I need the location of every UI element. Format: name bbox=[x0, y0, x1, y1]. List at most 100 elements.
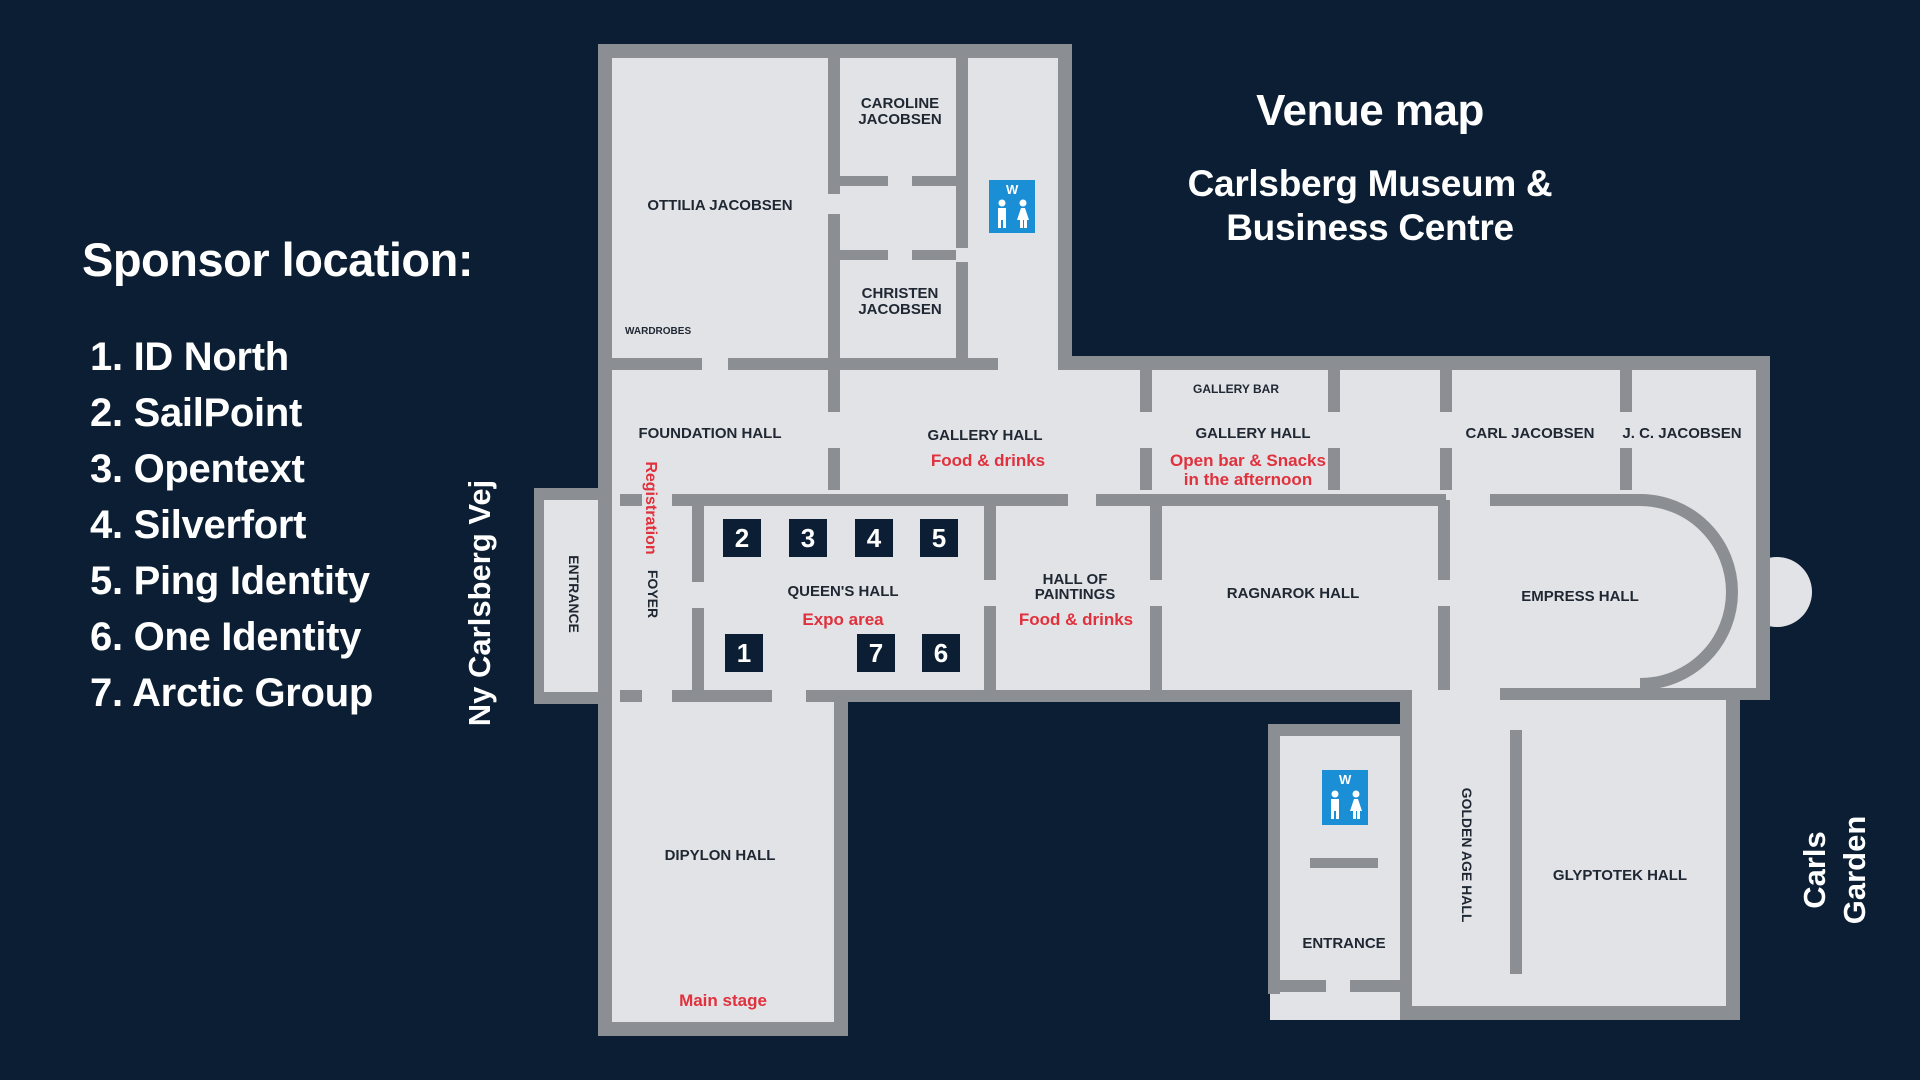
wall bbox=[834, 690, 848, 1036]
room-label: EMPRESS HALL bbox=[1521, 588, 1639, 605]
apse-wall bbox=[1639, 494, 1738, 690]
person-figures-icon bbox=[1331, 790, 1362, 819]
restroom-icon: W bbox=[1322, 770, 1368, 825]
room-label: GALLERY BAR bbox=[1193, 382, 1279, 396]
room-label: CHRISTEN bbox=[862, 285, 939, 302]
booth-number: 3 bbox=[801, 523, 815, 553]
wall bbox=[1268, 980, 1326, 992]
sponsor-item: 3. Opentext bbox=[90, 447, 305, 491]
wall bbox=[534, 488, 544, 704]
booth-markers: 2 3 4 5 1 7 6 bbox=[723, 519, 960, 672]
wall bbox=[620, 494, 642, 506]
sponsor-item: 2. SailPoint bbox=[90, 391, 303, 435]
page-title: Venue map bbox=[1256, 86, 1484, 135]
restroom-icon-bg bbox=[989, 180, 1035, 233]
wall bbox=[612, 358, 702, 370]
wall bbox=[984, 606, 996, 690]
room-label: ENTRANCE bbox=[1302, 935, 1385, 952]
floor-apse bbox=[1742, 557, 1812, 627]
sponsor-item: 7. Arctic Group bbox=[90, 671, 373, 715]
wall bbox=[828, 214, 840, 362]
booth-number: 2 bbox=[735, 523, 749, 553]
wall bbox=[1268, 724, 1280, 994]
booth-number: 1 bbox=[737, 638, 751, 668]
person-figures-icon bbox=[998, 199, 1029, 228]
expo-area-note: Expo area bbox=[802, 610, 884, 629]
wall bbox=[620, 690, 642, 702]
booth-marker-3[interactable]: 3 bbox=[789, 519, 827, 557]
booth-number: 7 bbox=[869, 638, 883, 668]
room-label: DIPYLON HALL bbox=[665, 847, 776, 864]
wall bbox=[1510, 730, 1522, 974]
wall bbox=[828, 370, 840, 412]
room-label: JACOBSEN bbox=[858, 111, 941, 128]
room-label: FOUNDATION HALL bbox=[638, 425, 781, 442]
sponsor-legend-title: Sponsor location: bbox=[82, 233, 474, 286]
sponsor-item: 6. One Identity bbox=[90, 615, 362, 659]
wall bbox=[840, 176, 888, 186]
room-label: CAROLINE bbox=[861, 95, 939, 112]
sponsor-item: 4. Silverfort bbox=[90, 503, 307, 547]
wall bbox=[1438, 500, 1450, 580]
booth-marker-4[interactable]: 4 bbox=[855, 519, 893, 557]
wall bbox=[1440, 448, 1452, 490]
wall bbox=[692, 494, 704, 582]
booth-number: 5 bbox=[932, 523, 946, 553]
wall bbox=[672, 690, 772, 702]
wall bbox=[1620, 362, 1632, 412]
wall bbox=[1328, 448, 1340, 490]
wall bbox=[692, 608, 704, 690]
booth-number: 4 bbox=[867, 523, 882, 553]
room-label: FOYER bbox=[645, 570, 661, 618]
wall bbox=[912, 250, 956, 260]
wall bbox=[1438, 606, 1450, 690]
wall bbox=[598, 1022, 848, 1036]
restroom-icon-label: W bbox=[1006, 182, 1019, 197]
wall bbox=[828, 44, 840, 194]
restroom-icon-label: W bbox=[1339, 772, 1352, 787]
wall bbox=[806, 690, 834, 702]
booth-number: 6 bbox=[934, 638, 948, 668]
booth-marker-5[interactable]: 5 bbox=[920, 519, 958, 557]
wall bbox=[1058, 44, 1072, 370]
wall bbox=[598, 44, 612, 1034]
wall bbox=[956, 44, 968, 248]
food-drinks-note: Food & drinks bbox=[1019, 610, 1133, 629]
food-drinks-note: Food & drinks bbox=[931, 451, 1045, 470]
walls bbox=[534, 44, 1770, 1036]
room-label: CARL JACOBSEN bbox=[1466, 425, 1595, 442]
restroom-icon-bg bbox=[1322, 770, 1368, 825]
booth-marker-1[interactable]: 1 bbox=[725, 634, 763, 672]
booth-marker-2[interactable]: 2 bbox=[723, 519, 761, 557]
wall bbox=[1400, 690, 1412, 1016]
wall bbox=[1726, 688, 1740, 1016]
wall bbox=[956, 262, 968, 362]
room-label: GLYPTOTEK HALL bbox=[1553, 867, 1687, 884]
subtitle-line: Business Centre bbox=[1226, 207, 1514, 248]
wall bbox=[1328, 362, 1340, 412]
room-label: J. C. JACOBSEN bbox=[1622, 425, 1741, 442]
wall bbox=[1096, 494, 1446, 506]
sponsor-legend: Sponsor location: 1. ID North 2. SailPoi… bbox=[82, 232, 474, 721]
wall bbox=[538, 488, 598, 500]
wall bbox=[1140, 448, 1152, 490]
main-stage-note: Main stage bbox=[679, 991, 767, 1010]
wall bbox=[1756, 356, 1770, 700]
wall bbox=[1140, 362, 1152, 412]
booth-marker-6[interactable]: 6 bbox=[922, 634, 960, 672]
wall bbox=[1350, 980, 1412, 992]
wall bbox=[1500, 688, 1770, 700]
wall bbox=[1058, 356, 1770, 370]
booth-marker-7[interactable]: 7 bbox=[857, 634, 895, 672]
floor-east-wing bbox=[1270, 724, 1412, 1016]
room-label: QUEEN'S HALL bbox=[787, 583, 898, 600]
room-label: RAGNAROK HALL bbox=[1227, 585, 1360, 602]
room-label: JACOBSEN bbox=[858, 301, 941, 318]
wall bbox=[1268, 724, 1412, 736]
sponsor-item: 1. ID North bbox=[90, 335, 289, 379]
room-label: ENTRANCE bbox=[566, 555, 582, 633]
room-label: GOLDEN AGE HALL bbox=[1459, 788, 1475, 923]
sponsor-list: 1. ID North 2. SailPoint 3. Opentext 4. … bbox=[82, 329, 473, 721]
open-bar-note: in the afternoon bbox=[1184, 470, 1312, 489]
